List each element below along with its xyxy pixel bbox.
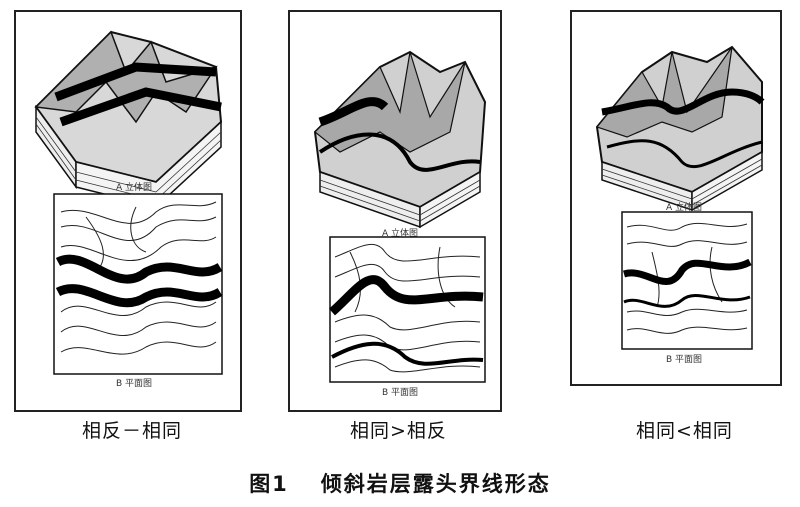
panel-1: A 立体图 B 平面图 [14, 10, 242, 412]
panel-2-caption: 相同>相反 [350, 416, 447, 443]
panel-3-top-sublabel: A 立体图 [666, 200, 702, 213]
panel-2-bottom-sublabel: B 平面图 [382, 385, 418, 398]
panel-1-bottom-sublabel: B 平面图 [116, 376, 152, 389]
block-diagram-3 [572, 12, 780, 384]
figure-number: 图1 [249, 472, 289, 496]
figure-caption: 图1 倾斜岩层露头界线形态 [0, 468, 800, 498]
panel-1-top-sublabel: A 立体图 [116, 180, 152, 193]
panel-1-caption: 相反－相同 [82, 416, 182, 443]
block-diagram-2 [290, 12, 500, 410]
block-diagram-1 [16, 12, 240, 410]
panel-3-bottom-sublabel: B 平面图 [666, 352, 702, 365]
panel-2: A 立体图 B 平面图 [288, 10, 502, 412]
figure-title: 倾斜岩层露头界线形态 [321, 472, 551, 496]
panel-3-caption: 相同<相同 [636, 416, 733, 443]
panel-3: A 立体图 B 平面图 [570, 10, 782, 386]
panel-2-top-sublabel: A 立体图 [382, 226, 418, 239]
